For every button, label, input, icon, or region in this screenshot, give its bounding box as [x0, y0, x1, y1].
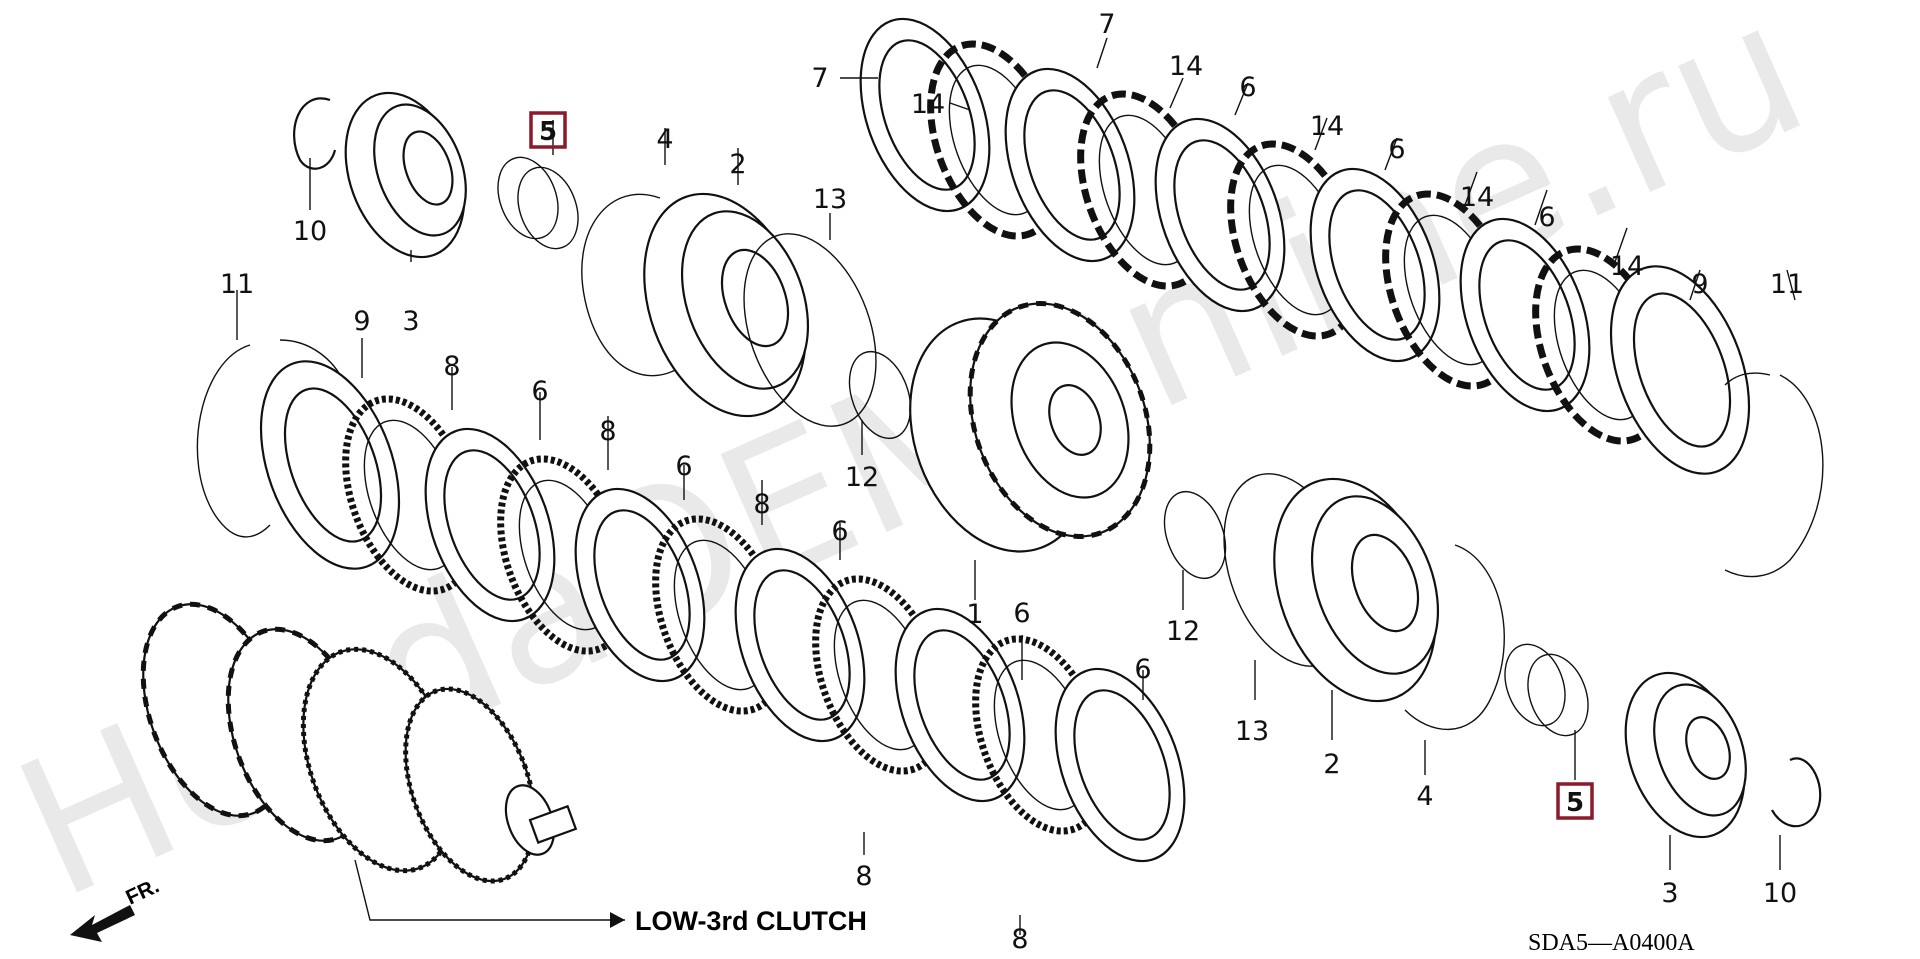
diagram-code: SDA5—A0400A	[1528, 930, 1695, 956]
callout-6: 6	[1239, 72, 1256, 103]
spring-5-left[interactable]	[487, 149, 588, 257]
callout-8: 8	[443, 351, 460, 382]
callout-8: 8	[855, 861, 872, 892]
callout-8: 8	[1011, 924, 1028, 955]
clutch-plate-6-7[interactable]	[1286, 151, 1463, 379]
callout-5: 5	[539, 117, 557, 147]
callout-12: 12	[1166, 616, 1200, 647]
callout-7: 7	[811, 63, 828, 94]
callout-4: 4	[1416, 781, 1433, 812]
snap-ring-10-left[interactable]	[293, 97, 337, 170]
callout-11: 11	[220, 269, 254, 300]
snap-ring-4-right[interactable]	[1404, 544, 1505, 731]
callout-5: 5	[1566, 788, 1584, 818]
callout-5-box	[529, 111, 567, 149]
clutch-plate-6-3[interactable]	[711, 531, 888, 759]
callout-13: 13	[813, 184, 847, 215]
piston-2-right[interactable]	[1245, 456, 1465, 723]
callout-14: 14	[1460, 182, 1494, 213]
clutch-plate-6-8[interactable]	[1436, 201, 1613, 429]
callout-1: 1	[966, 599, 983, 630]
callout-7: 7	[1098, 9, 1115, 40]
callout-9: 9	[353, 306, 370, 337]
callout-4: 4	[656, 124, 673, 155]
callout-12: 12	[845, 462, 879, 493]
callout-3: 3	[1661, 878, 1678, 909]
callout-14: 14	[1610, 251, 1644, 282]
callout-14: 14	[1310, 111, 1344, 142]
clutch-plate-6-6[interactable]	[1131, 101, 1308, 329]
clutch-plate-6-4[interactable]	[871, 591, 1048, 819]
callout-6: 6	[831, 516, 848, 547]
callout-6: 6	[1134, 654, 1151, 685]
callout-10: 10	[1763, 878, 1797, 909]
mainshaft-assembly[interactable]	[116, 584, 578, 898]
callout-14: 14	[911, 89, 945, 120]
piston-2-left[interactable]	[615, 171, 835, 438]
callout-2: 2	[1323, 749, 1340, 780]
callout-labels: 7 7 14 14 14 14 14 6 6 6 6 6 6 6 6 5 5 4…	[220, 9, 1804, 955]
clutch-drum-1[interactable]	[879, 278, 1181, 577]
callout-6: 6	[675, 451, 692, 482]
clutch-plate-6-1[interactable]	[401, 411, 578, 639]
o-ring-12-left[interactable]	[838, 343, 921, 447]
cover-3-left[interactable]	[324, 76, 486, 273]
o-ring-13-left[interactable]	[719, 216, 900, 445]
snap-ring-10-right[interactable]	[1771, 757, 1822, 828]
clutch-plate-6-5[interactable]	[1031, 651, 1208, 879]
end-plate-9-right[interactable]	[1585, 247, 1775, 492]
callout-6: 6	[1538, 202, 1555, 233]
callout-6: 6	[531, 376, 548, 407]
callout-10: 10	[293, 216, 327, 247]
callout-6: 6	[1013, 598, 1030, 629]
callout-6: 6	[1388, 134, 1405, 165]
low-3rd-clutch-label: LOW-3rd CLUTCH	[635, 906, 867, 936]
spring-5-right[interactable]	[1494, 636, 1598, 744]
callout-8: 8	[599, 416, 616, 447]
clutch-plate-7-2[interactable]	[981, 51, 1158, 279]
snap-ring-11-right[interactable]	[1724, 372, 1824, 578]
clutch-plate-7-1[interactable]	[836, 1, 1013, 229]
callout-13: 13	[1235, 716, 1269, 747]
callout-2: 2	[729, 149, 746, 180]
callout-11: 11	[1770, 269, 1804, 300]
cover-3-right[interactable]	[1604, 656, 1766, 853]
o-ring-12-right[interactable]	[1153, 483, 1236, 587]
callout-8: 8	[753, 489, 770, 520]
end-plate-9-left[interactable]	[235, 342, 425, 587]
callout-3: 3	[402, 306, 419, 337]
snap-ring-4-left[interactable]	[581, 193, 691, 377]
callout-9: 9	[1691, 269, 1708, 300]
clutch-plate-6-2[interactable]	[551, 471, 728, 699]
callout-14: 14	[1169, 51, 1203, 82]
callout-5-box	[1556, 782, 1594, 820]
leader-lines	[236, 37, 1796, 935]
